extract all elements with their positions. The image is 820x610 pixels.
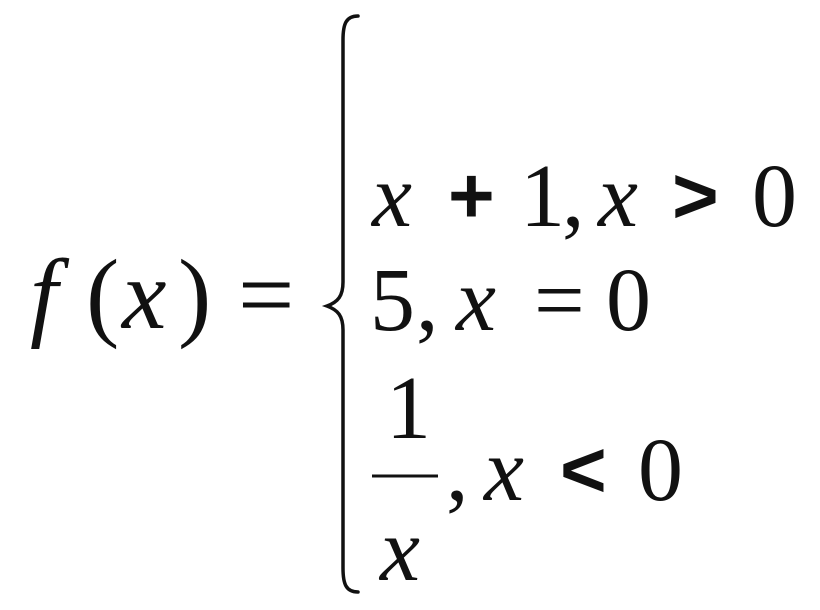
case-row-2: 5 , x = 0 (370, 251, 651, 350)
case-2-comma: , (416, 251, 439, 350)
function-argument: x (120, 239, 166, 350)
case-3-cond-var: x (482, 421, 524, 520)
case-3-denominator: x (378, 501, 420, 600)
case-1-expr-var: x (370, 147, 412, 246)
case-3-cond-value: 0 (638, 421, 683, 520)
case-2-value: 5 (370, 251, 415, 350)
formula-lhs: f ( x ) = (30, 239, 294, 350)
case-2-cond-value: 0 (606, 251, 651, 350)
case-1-plus: + (448, 151, 495, 240)
case-1-cond-var: x (596, 147, 638, 246)
case-1-cond-value: 0 (752, 147, 797, 246)
case-3-relation: < (560, 425, 607, 514)
case-2-cond-var: x (454, 251, 496, 350)
case-3-numerator: 1 (386, 359, 431, 458)
case-1-constant: 1 (520, 147, 565, 246)
case-1-relation: > (672, 151, 719, 240)
case-brace (321, 14, 360, 594)
equals-sign: = (238, 239, 294, 350)
open-paren: ( (86, 239, 119, 350)
case-2-relation: = (534, 251, 585, 350)
close-paren: ) (178, 239, 211, 350)
case-row-1: x + 1 , x > 0 (370, 147, 797, 246)
case-3-comma: , (446, 421, 469, 520)
case-1-comma: , (562, 147, 585, 246)
case-row-3: 1 x , x < 0 (372, 359, 683, 600)
function-name: f (30, 239, 70, 350)
